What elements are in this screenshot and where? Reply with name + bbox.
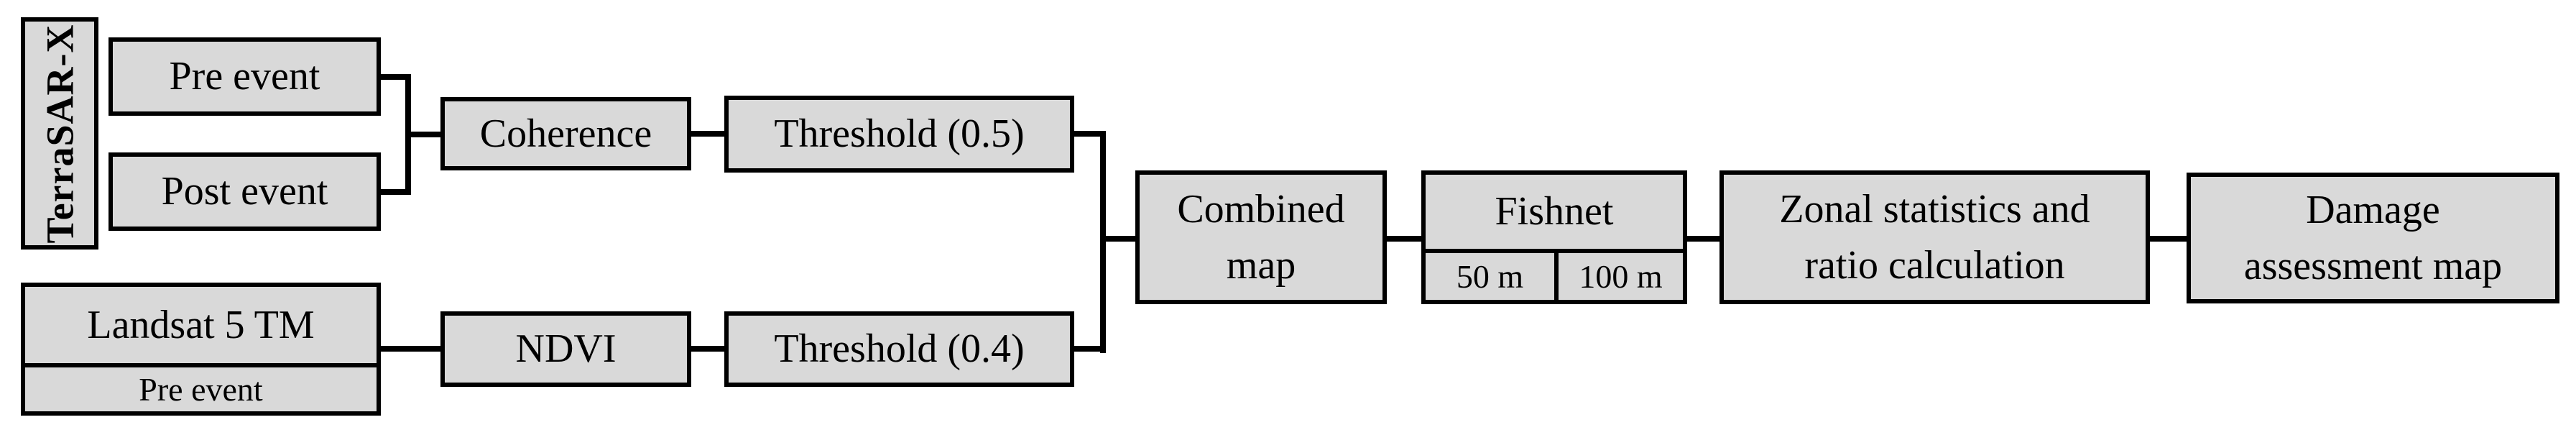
connector-fishnet-to-zonal: [1687, 236, 1719, 242]
post-event-label: Post event: [161, 169, 328, 214]
node-fishnet: Fishnet 50 m 100 m: [1421, 170, 1687, 304]
node-landsat: Landsat 5 TM Pre event: [21, 283, 381, 416]
node-combined-map: Combined map: [1135, 170, 1387, 304]
damage-line1: Damage: [2306, 188, 2440, 232]
connector-threshold-merge-bracket: [1100, 131, 1106, 353]
combined-map-line1: Combined: [1177, 187, 1345, 232]
zonal-line2: ratio calculation: [1804, 243, 2065, 288]
node-post-event: Post event: [109, 152, 381, 231]
node-pre-event: Pre event: [109, 37, 381, 116]
connector-landsat-to-ndvi: [381, 346, 440, 352]
ndvi-label: NDVI: [515, 326, 617, 372]
fishnet-cell-100m: 100 m: [1559, 253, 1683, 300]
landsat-title: Landsat 5 TM: [87, 302, 315, 347]
fishnet-50m-label: 50 m: [1456, 258, 1524, 295]
node-zonal-statistics: Zonal statistics and ratio calculation: [1719, 170, 2150, 304]
landsat-subtitle: Pre event: [139, 371, 263, 408]
connector-combined-to-fishnet: [1387, 236, 1421, 242]
node-threshold-ndvi: Threshold (0.4): [724, 311, 1074, 387]
fishnet-100m-label: 100 m: [1579, 258, 1663, 295]
threshold-coherence-label: Threshold (0.5): [774, 111, 1025, 157]
pre-event-label: Pre event: [169, 54, 320, 99]
combined-map-line2: map: [1226, 243, 1296, 288]
fishnet-title: Fishnet: [1495, 189, 1614, 234]
node-ndvi: NDVI: [440, 311, 691, 387]
coherence-label: Coherence: [479, 111, 652, 156]
connector-post-event-stub: [381, 189, 411, 195]
node-terrasar-x: TerraSAR-X: [21, 17, 98, 250]
connector-threshold05-stub: [1074, 131, 1106, 137]
node-coherence: Coherence: [440, 97, 691, 170]
connector-merge-to-combined-map: [1100, 236, 1135, 242]
connector-merge-to-coherence: [405, 132, 440, 137]
connector-coherence-to-threshold: [691, 131, 724, 137]
connector-threshold04-stub: [1074, 346, 1106, 352]
connector-pre-event-stub: [381, 74, 411, 80]
connector-zonal-to-damage: [2150, 236, 2187, 242]
connector-ndvi-to-threshold: [691, 346, 724, 352]
terrasar-x-label: TerraSAR-X: [38, 24, 82, 243]
node-threshold-coherence: Threshold (0.5): [724, 96, 1074, 173]
threshold-ndvi-label: Threshold (0.4): [774, 326, 1025, 372]
node-damage-assessment-map: Damage assessment map: [2187, 173, 2559, 303]
fishnet-cell-50m: 50 m: [1426, 253, 1559, 300]
damage-line2: assessment map: [2243, 244, 2503, 288]
zonal-line1: Zonal statistics and: [1779, 187, 2090, 232]
